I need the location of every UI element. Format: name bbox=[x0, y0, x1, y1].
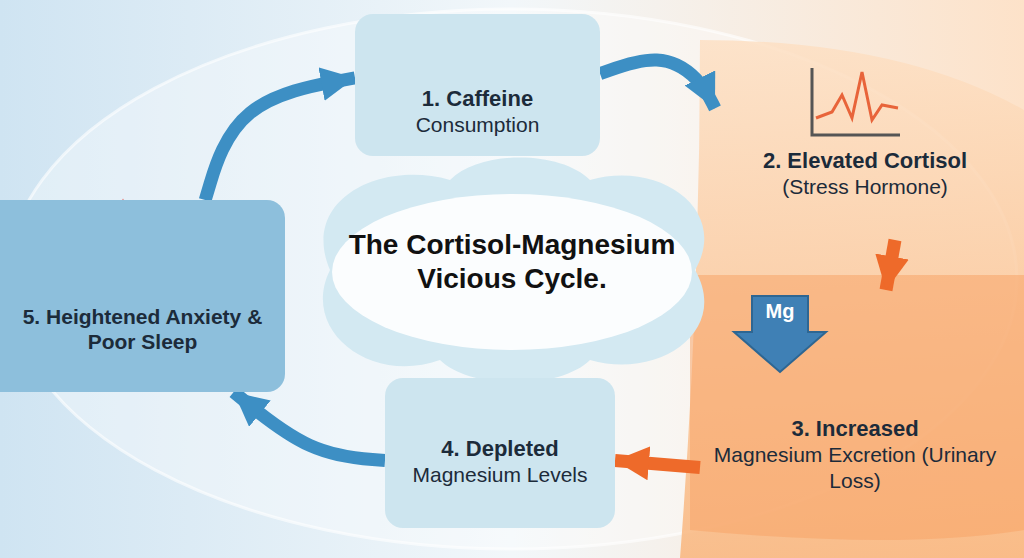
step-heading: 4. Depleted bbox=[397, 436, 603, 462]
cycle-arrow bbox=[615, 461, 700, 468]
cycle-arrow bbox=[205, 78, 355, 200]
step-heading: 3. Increased bbox=[712, 416, 998, 442]
orange-lower-panel bbox=[690, 275, 1024, 540]
cycle-arrow bbox=[234, 392, 385, 461]
element-symbol: Mg bbox=[746, 300, 814, 323]
process-box: 5. Heightened Anxiety & Poor Sleep bbox=[0, 200, 285, 392]
step-heading: 1. Caffeine bbox=[367, 86, 588, 112]
process-step: 3. IncreasedMagnesium Excretion (Urinary… bbox=[700, 290, 1010, 512]
step-heading: 5. Heightened Anxiety & Poor Sleep bbox=[12, 304, 273, 354]
step-heading: 2. Elevated Cortisol bbox=[727, 148, 1003, 174]
diagram-title: The Cortisol-Magnesium Vicious Cycle. bbox=[317, 228, 707, 296]
step-detail: Consumption bbox=[367, 112, 588, 137]
chart-icon bbox=[812, 68, 900, 135]
cycle-arrow bbox=[600, 60, 715, 109]
mg-down-arrow bbox=[734, 296, 826, 372]
step-detail: (Stress Hormone) bbox=[727, 174, 1003, 199]
cycle-arrow bbox=[886, 240, 895, 290]
process-box: 1. CaffeineConsumption bbox=[355, 14, 600, 156]
step-detail: Magnesium Excretion (Urinary Loss) bbox=[712, 442, 998, 492]
process-box: 4. DepletedMagnesium Levels bbox=[385, 378, 615, 528]
step-detail: Magnesium Levels bbox=[397, 462, 603, 487]
process-step: 2. Elevated Cortisol(Stress Hormone) bbox=[715, 52, 1015, 240]
orange-panel bbox=[680, 40, 1024, 558]
